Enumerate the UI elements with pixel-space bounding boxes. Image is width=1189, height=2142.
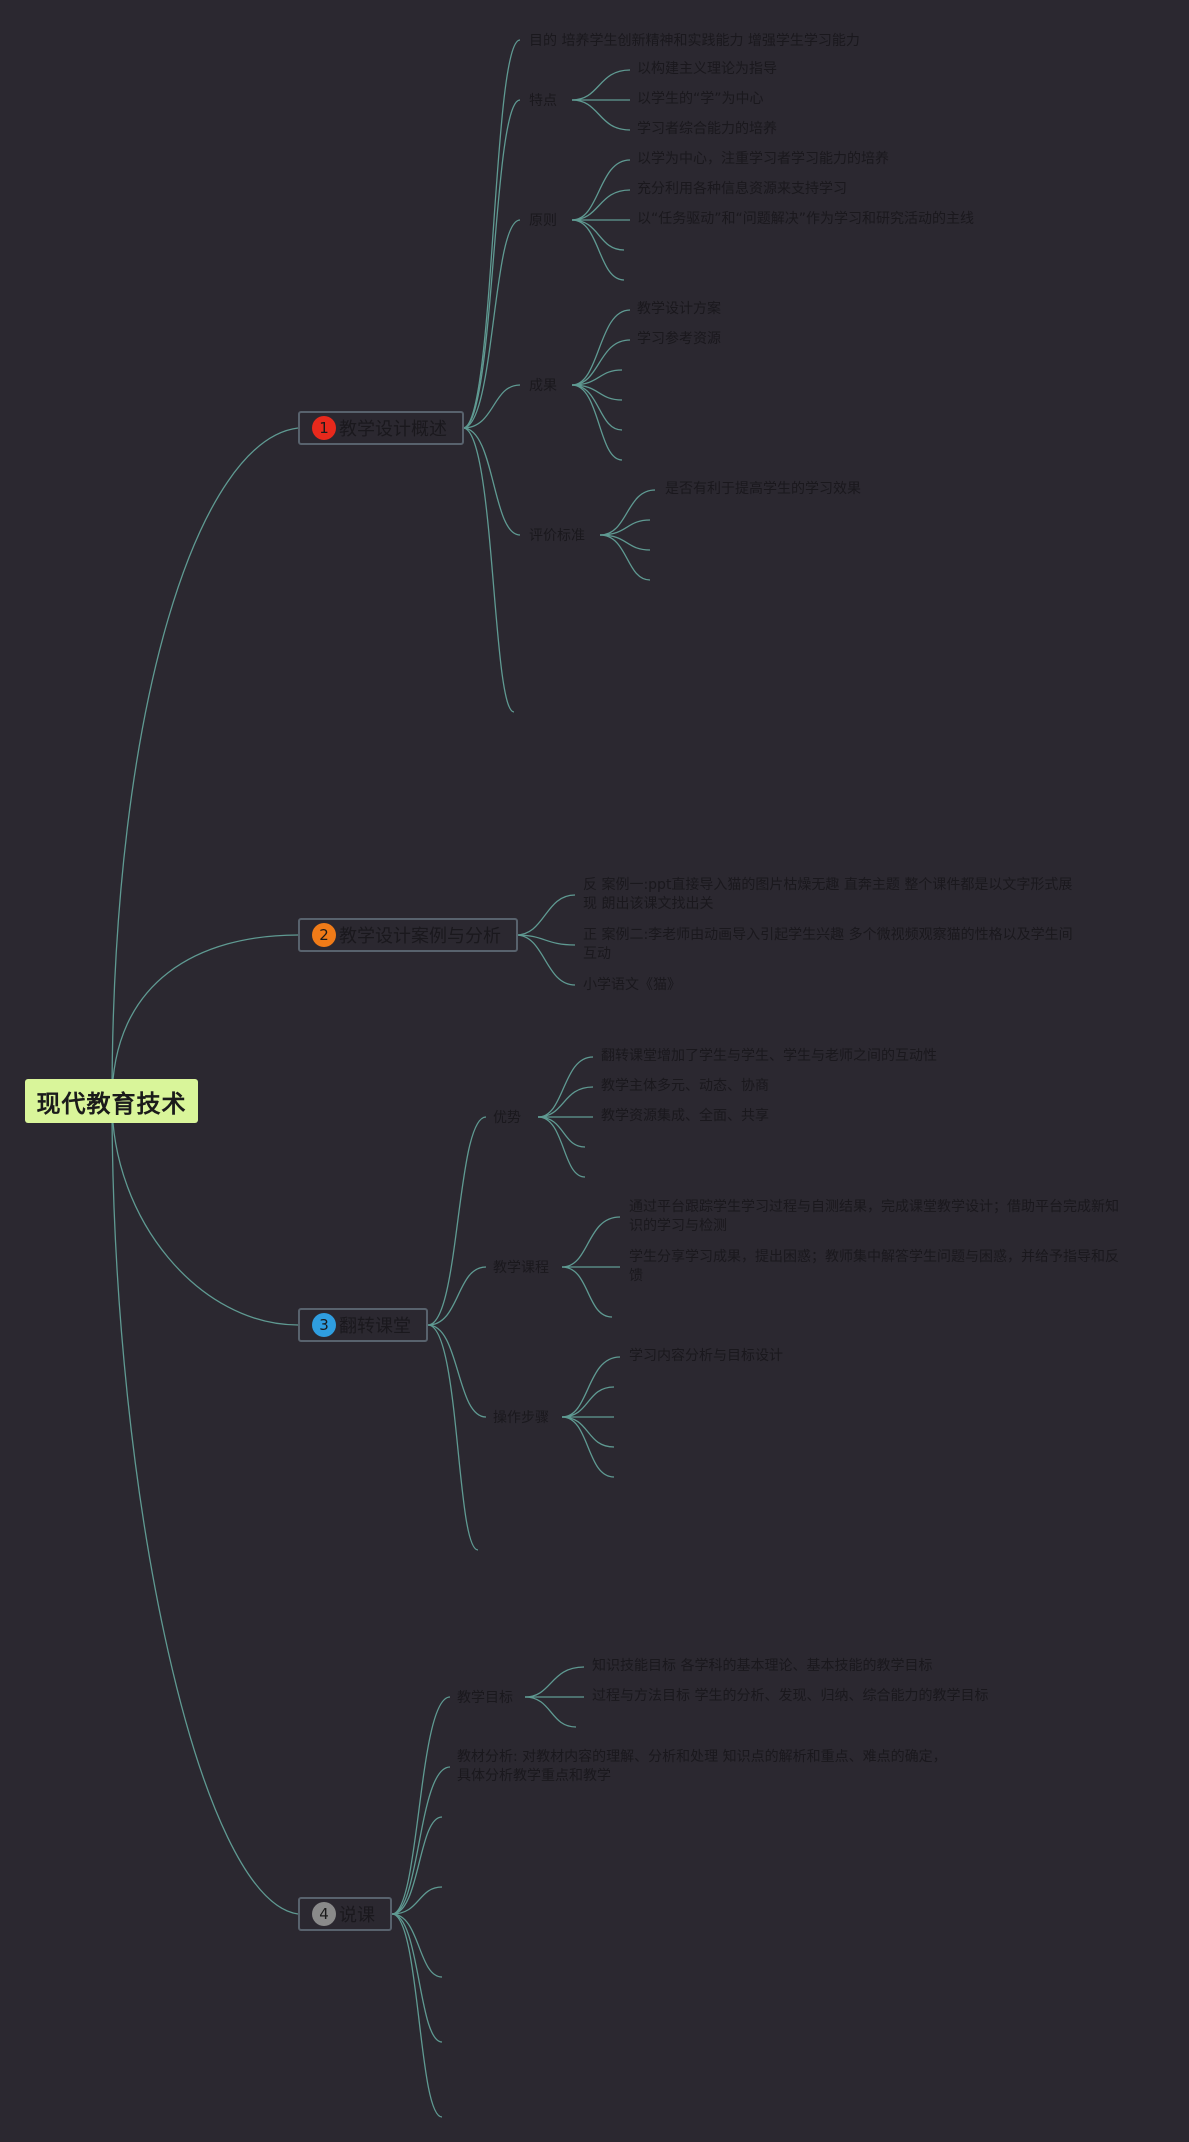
topic-purpose[interactable]: 目的 培养学生创新精神和实践能力 增强学生学习能力 <box>529 32 860 50</box>
leaf-advantages-2[interactable]: 教学主体多元、动态、协商 <box>601 1078 769 1094</box>
leaf-results-2[interactable]: 学习参考资源 <box>637 331 721 347</box>
leaf-case-positive[interactable]: 正 案例二:李老师由动画导入引起学生兴趣 多个微视频观察猫的性格以及学生间互动 <box>583 927 1073 962</box>
link-b1-principles <box>462 219 521 429</box>
link-root-b3 <box>111 1100 299 1326</box>
leaf-case-negative[interactable]: 反 案例一:ppt直接导入猫的图片枯燥无趣 直奔主题 整个课件都是以文字形式展现… <box>583 877 1073 912</box>
topic-principles[interactable]: 原则 <box>529 213 557 229</box>
leaf-principles-1[interactable]: 以学为中心，注重学习者学习能力的培养 <box>637 151 889 167</box>
branch-3-title: 翻转课堂 <box>339 1316 411 1337</box>
leaf-features-1[interactable]: 以构建主义理论为指导 <box>637 61 777 77</box>
branch-2-title: 教学设计案例与分析 <box>339 926 501 947</box>
topic-features[interactable]: 特点 <box>529 93 557 109</box>
branch-2-case-analysis[interactable]: 2 教学设计案例与分析 <box>298 918 518 952</box>
link-b2-leaf1 <box>515 894 576 936</box>
topic-steps[interactable]: 操作步骤 <box>493 1410 549 1426</box>
leaf-goals-1[interactable]: 知识技能目标 各学科的基本理论、基本技能的教学目标 <box>592 1658 933 1674</box>
leaf-features-3[interactable]: 学习者综合能力的培养 <box>637 121 777 137</box>
link-b1-criteria <box>462 427 521 536</box>
link-b2-leaf3 <box>515 934 576 986</box>
leaf-advantages-3[interactable]: 教学资源集成、全面、共享 <box>601 1108 769 1124</box>
leaf-features-2[interactable]: 以学生的“学”为中心 <box>637 91 764 107</box>
link-b1-purpose <box>462 39 521 429</box>
topic-results[interactable]: 成果 <box>529 378 557 394</box>
branch-1-teaching-design-overview[interactable]: 1 教学设计概述 <box>298 411 464 445</box>
branch-3-flipped-classroom[interactable]: 3 翻转课堂 <box>298 1308 428 1342</box>
branch-4-lesson-presentation[interactable]: 4 说课 <box>298 1897 392 1931</box>
branch-1-title: 教学设计概述 <box>339 419 447 440</box>
number-4-badge-icon: 4 <box>312 1902 336 1926</box>
leaf-course-1[interactable]: 通过平台跟踪学生学习过程与自测结果，完成课堂教学设计；借助平台完成新知识的学习与… <box>629 1199 1119 1234</box>
root-topic[interactable]: 现代教育技术 <box>25 1079 198 1123</box>
number-2-badge-icon: 2 <box>312 923 336 947</box>
topic-evaluation-criteria[interactable]: 评价标准 <box>529 528 585 544</box>
link-b1-results <box>462 384 521 429</box>
link-root-b4 <box>111 1100 299 1915</box>
link-root-b1 <box>111 427 299 1102</box>
link-b2-leaf2 <box>515 934 576 946</box>
link-b1-empty <box>462 427 515 713</box>
link-root-b2 <box>111 934 299 1102</box>
leaf-criteria-1[interactable]: 是否有利于提高学生的学习效果 <box>665 481 861 497</box>
topic-teaching-goals[interactable]: 教学目标 <box>457 1690 513 1706</box>
leaf-principles-2[interactable]: 充分利用各种信息资源来支持学习 <box>637 181 847 197</box>
branch-4-title: 说课 <box>339 1905 375 1926</box>
leaf-principles-3[interactable]: 以“任务驱动”和“问题解决”作为学习和研究活动的主线 <box>637 211 975 227</box>
topic-advantages[interactable]: 优势 <box>493 1110 521 1126</box>
number-3-badge-icon: 3 <box>312 1313 336 1337</box>
leaf-goals-2[interactable]: 过程与方法目标 学生的分析、发现、归纳、综合能力的教学目标 <box>592 1688 989 1704</box>
link-b1-features <box>462 99 521 429</box>
leaf-advantages-1[interactable]: 翻转课堂增加了学生与学生、学生与老师之间的互动性 <box>601 1048 937 1064</box>
topic-course[interactable]: 教学课程 <box>493 1260 549 1276</box>
number-1-badge-icon: 1 <box>312 416 336 440</box>
leaf-results-1[interactable]: 教学设计方案 <box>637 301 721 317</box>
leaf-steps-1[interactable]: 学习内容分析与目标设计 <box>629 1348 783 1364</box>
topic-purpose-text: 培养学生创新精神和实践能力 增强学生学习能力 <box>561 33 860 49</box>
leaf-course-2[interactable]: 学生分享学习成果，提出困惑；教师集中解答学生问题与困惑，并给予指导和反馈 <box>629 1249 1119 1284</box>
leaf-case-subject[interactable]: 小学语文《猫》 <box>583 977 681 993</box>
topic-purpose-label: 目的 <box>529 33 557 49</box>
topic-material-analysis[interactable]: 教材分析: 对教材内容的理解、分析和处理 知识点的解析和重点、难点的确定，具体分… <box>457 1749 947 1784</box>
